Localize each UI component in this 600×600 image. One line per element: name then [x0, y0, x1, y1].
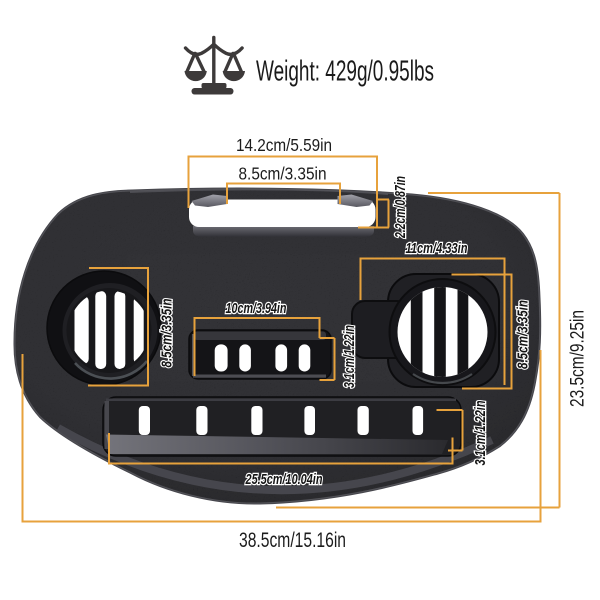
svg-text:38.5cm/15.16in: 38.5cm/15.16in [239, 528, 346, 552]
svg-text:10cm/3.94in: 10cm/3.94in [226, 300, 287, 317]
svg-text:3.1cm/1.22in: 3.1cm/1.22in [341, 325, 358, 388]
svg-text:8.5cm/3.35in: 8.5cm/3.35in [239, 164, 327, 184]
svg-text:25.5cm/10.04in: 25.5cm/10.04in [245, 471, 323, 488]
svg-text:11cm/4.33in: 11cm/4.33in [406, 240, 468, 257]
svg-text:Weight: 429g/0.95lbs: Weight: 429g/0.95lbs [256, 56, 434, 88]
svg-text:23.5cm/9.25in: 23.5cm/9.25in [568, 310, 589, 407]
svg-text:8.5cm/3.35in: 8.5cm/3.35in [159, 299, 176, 368]
svg-text:2.2cm/0.87in: 2.2cm/0.87in [392, 176, 409, 239]
svg-text:14.2cm/5.59in: 14.2cm/5.59in [236, 135, 332, 155]
svg-text:3.1cm/1.22in: 3.1cm/1.22in [472, 401, 489, 466]
svg-text:8.5cm/3.35in: 8.5cm/3.35in [515, 300, 532, 369]
